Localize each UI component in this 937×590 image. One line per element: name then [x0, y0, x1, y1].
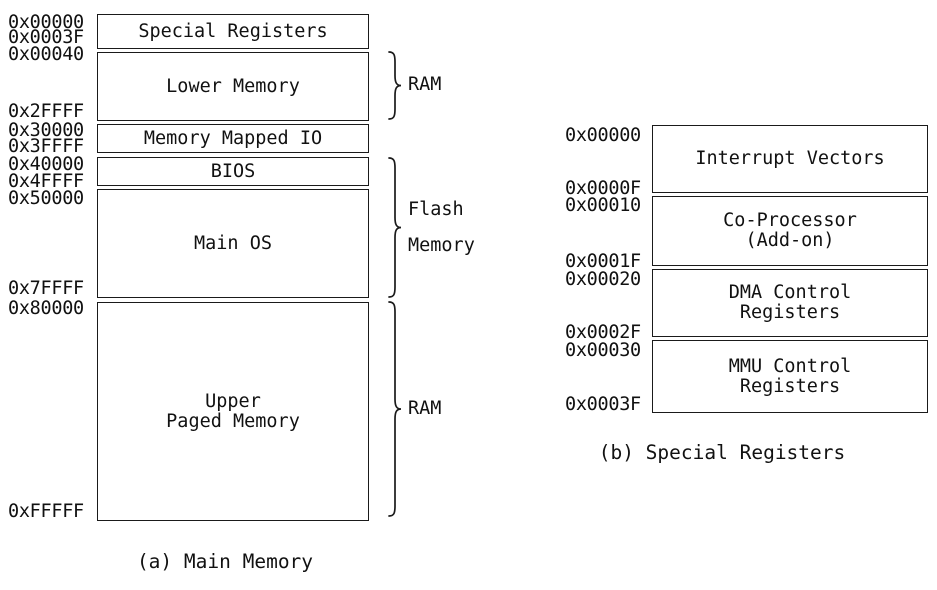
address-label: 0x0001F: [565, 251, 641, 272]
caption-special-registers: (b) Special Registers: [598, 441, 846, 464]
brace-ram-lower: [388, 51, 402, 120]
region-co-processor: Co-Processor (Add-on): [652, 196, 928, 266]
address-label: 0x00000: [565, 125, 641, 146]
region-upper-paged-memory: Upper Paged Memory: [97, 302, 369, 521]
address-label: 0x40000: [8, 154, 84, 175]
region-lower-memory: Lower Memory: [97, 52, 369, 121]
region-special-registers: Special Registers: [97, 14, 369, 49]
address-label: 0x00010: [565, 195, 641, 216]
brace-flash-memory: [388, 157, 402, 298]
brace-ram-upper: [388, 301, 402, 517]
address-label: 0x2FFFF: [8, 101, 84, 122]
address-label: 0x00020: [565, 269, 641, 290]
address-label: 0x00000: [8, 12, 84, 33]
region-dma-control: DMA Control Registers: [652, 269, 928, 337]
address-label: 0x0002F: [565, 322, 641, 343]
brace-label-ram-upper: RAM: [408, 398, 442, 419]
brace-label-flash-memory: Flash Memory: [408, 199, 475, 256]
address-label: 0x0003F: [8, 27, 84, 48]
caption-main-memory: (a) Main Memory: [136, 550, 314, 573]
region-main-os: Main OS: [97, 189, 369, 298]
address-label: 0x0003F: [565, 394, 641, 415]
address-label: 0xFFFFF: [8, 501, 84, 522]
address-label: 0x30000: [8, 120, 84, 141]
region-mmu-control: MMU Control Registers: [652, 340, 928, 413]
address-label: 0x7FFFF: [8, 278, 84, 299]
region-bios: BIOS: [97, 157, 369, 186]
address-label: 0x80000: [8, 298, 84, 319]
address-label: 0x00040: [8, 44, 84, 65]
address-label: 0x00030: [565, 340, 641, 361]
region-memory-mapped-io: Memory Mapped IO: [97, 124, 369, 153]
address-label: 0x3FFFF: [8, 136, 84, 157]
address-label: 0x50000: [8, 188, 84, 209]
brace-label-ram-lower: RAM: [408, 74, 442, 95]
address-label: 0x4FFFF: [8, 171, 84, 192]
region-interrupt-vectors: Interrupt Vectors: [652, 125, 928, 193]
address-label: 0x0000F: [565, 178, 641, 199]
